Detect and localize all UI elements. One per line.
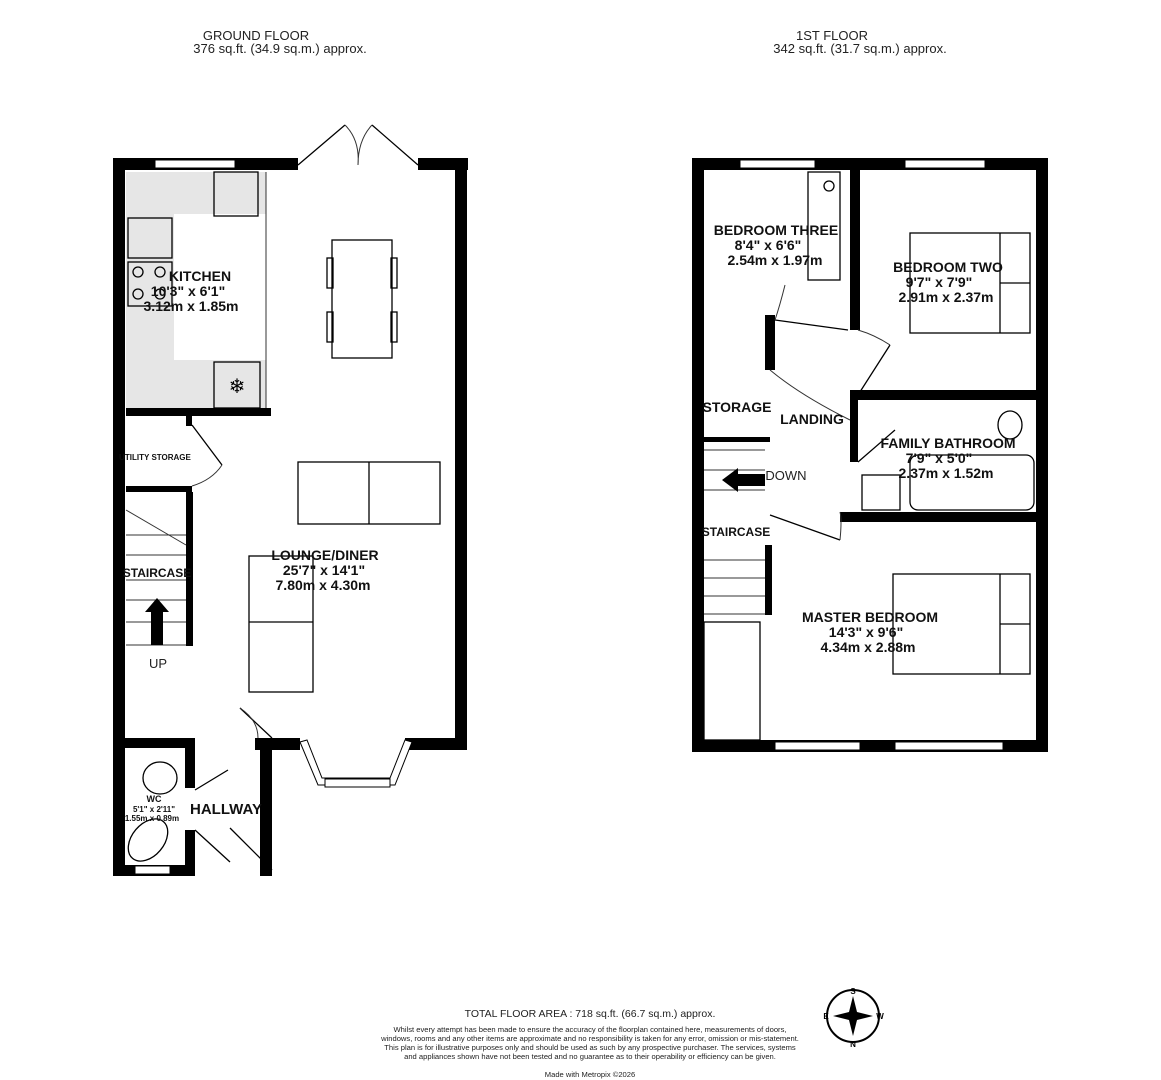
disclaimer: Whilst every attempt has been made to en…: [381, 1025, 799, 1061]
first-floor-plan: BEDROOM THREE 8'4" x 6'6" 2.54m x 1.97m …: [692, 158, 1048, 752]
room-metric: 2.54m x 1.97m: [728, 252, 823, 268]
room-imperial: 10'3" x 6'1": [151, 283, 225, 299]
hob-icon: [127, 261, 173, 307]
room-imperial: 5'1" x 2'11": [133, 805, 175, 814]
room-name: MASTER BEDROOM: [802, 609, 938, 625]
stair-direction: UP: [149, 656, 167, 671]
wardrobe-icon: [703, 621, 761, 741]
room-name: LOUNGE/DINER: [271, 547, 378, 563]
ground-floor-plan: ❄ KITCHEN 10'3" x 6'1" 3.12: [113, 124, 468, 876]
basin-icon: [861, 474, 901, 511]
snowflake-icon: ❄: [229, 376, 246, 398]
room-imperial: 25'7" x 14'1": [283, 562, 365, 578]
toilet-icon: [997, 410, 1023, 440]
room-name: STORAGE: [703, 399, 772, 415]
room-imperial: 14'3" x 9'6": [829, 624, 903, 640]
window: [154, 159, 236, 169]
room-metric: 3.12m x 1.85m: [144, 298, 239, 314]
arrow-up-icon: [145, 598, 169, 645]
compass-icon: S W N E: [823, 987, 884, 1049]
room-metric: 2.37m x 1.52m: [899, 465, 994, 481]
svg-text:W: W: [876, 1012, 884, 1021]
washing-machine-icon: [213, 171, 259, 217]
room-name: KITCHEN: [169, 268, 231, 284]
room-name: UTILITY STORAGE: [119, 453, 191, 462]
room-name: HALLWAY: [190, 801, 262, 818]
room-metric: 7.80m x 4.30m: [276, 577, 371, 593]
room-name: LANDING: [780, 411, 844, 427]
toilet-icon: [142, 761, 178, 795]
room-imperial: 8'4" x 6'6": [735, 237, 802, 253]
svg-text:S: S: [850, 987, 856, 996]
dining-table-icon: [331, 239, 393, 359]
ground-floor-area: 376 sq.ft. (34.9 sq.m.) approx.: [193, 41, 366, 56]
basin-icon: [127, 818, 169, 862]
sink-icon: [127, 217, 173, 259]
total-floor-area: TOTAL FLOOR AREA : 718 sq.ft. (66.7 sq.m…: [464, 1008, 716, 1020]
room-name: WC: [147, 794, 162, 804]
svg-text:E: E: [823, 1012, 829, 1021]
staircase-icon: [704, 449, 765, 615]
stair-direction: DOWN: [765, 468, 806, 483]
room-imperial: 9'7" x 7'9": [906, 274, 973, 290]
room-metric: 2.91m x 2.37m: [899, 289, 994, 305]
room-name: STAIRCASE: [123, 566, 191, 580]
room-name: BEDROOM TWO: [893, 259, 1003, 275]
room-name: BEDROOM THREE: [714, 222, 838, 238]
arrow-down-icon: [722, 468, 765, 492]
staircase-icon: [125, 509, 187, 646]
credit: Made with Metropix ©2026: [544, 1070, 636, 1079]
desk-icon: [807, 171, 841, 281]
room-metric: 4.34m x 2.88m: [821, 639, 916, 655]
room-metric: 1.55m x 0.89m: [125, 814, 179, 823]
first-floor-title: 1ST FLOOR: [796, 28, 868, 43]
room-name: FAMILY BATHROOM: [880, 435, 1015, 451]
svg-text:N: N: [850, 1040, 856, 1049]
first-floor-area: 342 sq.ft. (31.7 sq.m.) approx.: [773, 41, 946, 56]
fridge-freezer-icon: [213, 361, 261, 409]
sofa-icon: [248, 555, 314, 693]
ground-floor-title: GROUND FLOOR: [203, 28, 309, 43]
room-imperial: 7'9" x 5'0": [906, 450, 973, 466]
room-name: STAIRCASE: [702, 525, 770, 539]
bath-icon: [909, 454, 1035, 511]
